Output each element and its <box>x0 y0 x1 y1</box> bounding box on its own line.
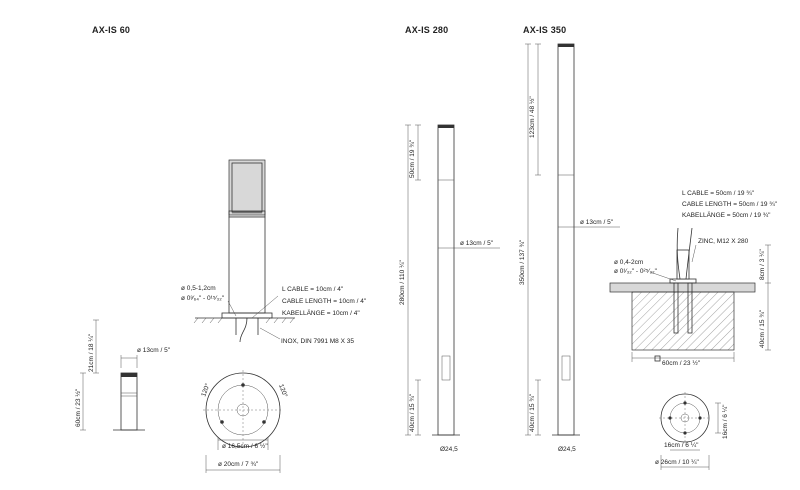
ax350-dim-350cm: 350cm / 137 ¾" <box>519 239 526 285</box>
title-ax-is-60: AX-IS 60 <box>92 25 130 35</box>
ax60-inox-screw: INOX, DIN 7991 M8 X 35 <box>281 338 354 345</box>
ax60-cable-length-2: CABLE LENGTH = 10cm / 4" <box>282 298 367 305</box>
foundation-hole-size: ø 0,4-2cm <box>614 259 643 266</box>
foundation-cable-length-2: CABLE LENGTH = 50cm / 19 ¾" <box>682 201 778 208</box>
foundation-dim-16-vertical: 16cm / 6 ¼" <box>722 404 729 439</box>
foundation-dim-diameter-26: ø 26cm / 10 ¼" <box>655 459 700 466</box>
ax60-dim-diameter-16: ø 16,5cm / 6 ½" <box>222 442 268 450</box>
foundation-section-view <box>609 227 771 362</box>
ax350-dim-123cm: 123cm / 48 ½" <box>528 96 536 138</box>
title-ax-is-280: AX-IS 280 <box>405 25 448 35</box>
ax60-elevation-view <box>80 319 145 431</box>
ax60-angle-left: 120° <box>199 382 211 398</box>
foundation-top-view <box>659 392 721 470</box>
ax60-dim-diameter-20: ø 20cm / 7 ¾" <box>218 461 259 468</box>
ax280-dim-50cm: 50cm / 19 ¾" <box>409 139 416 178</box>
ax60-hole-size: ø 0,5-1,2cm <box>181 285 216 292</box>
foundation-cable-length-1: L CABLE = 50cm / 19 ¾" <box>682 190 755 197</box>
ax60-installation-view <box>193 159 295 343</box>
ax60-base-plate <box>221 312 273 319</box>
ax60-dim-21cm: 21cm / 18 ¼" <box>88 333 95 372</box>
ax60-cable-length-3: KABELLÄNGE = 10cm / 4" <box>282 309 360 317</box>
foundation-cable-length-3: KABELLÄNGE = 50cm / 19 ¾" <box>682 211 771 219</box>
ax280-pole-drawing <box>405 124 500 436</box>
ax350-dim-diameter-13: ø 13cm / 5" <box>580 219 614 226</box>
foundation-dim-16-horizontal: 16cm / 6 ¼" <box>664 442 699 449</box>
ax280-base-diameter: Ø24,5 <box>440 446 458 453</box>
ax60-dim-60cm: 60cm / 23 ½" <box>74 388 82 427</box>
foundation-dim-8cm: 8cm / 3 ¼" <box>759 248 766 280</box>
ax60-dim-diameter-13: ø 13cm / 5" <box>137 347 171 354</box>
foundation-hole-size-imperial: ø 0¹⁄₃₂" - 0²⁵⁄₃₂" <box>614 268 658 275</box>
ax280-dim-280cm: 280cm / 110 ¼" <box>399 259 406 305</box>
ax280-dim-40cm: 40cm / 15 ¾" <box>409 393 416 432</box>
ax60-lamp-head <box>228 159 266 216</box>
foundation-zinc-bolt: ZINC, M12 X 280 <box>698 238 749 245</box>
ax60-hole-size-imperial: ø 0³⁄₆₄" - 0¹⁵⁄₃₂" <box>181 295 225 302</box>
ax60-cable-length-1: L CABLE = 10cm / 4" <box>282 286 344 293</box>
ax350-dim-40cm: 40cm / 15 ¾" <box>529 393 536 432</box>
ax60-top-view <box>203 370 283 473</box>
ax60-cable <box>239 317 248 343</box>
foundation-dim-square-60: 60cm / 23 ½" <box>662 359 701 367</box>
foundation-dim-40cm: 40cm / 15 ¾" <box>759 309 766 348</box>
ax350-pole-drawing <box>525 43 620 436</box>
title-ax-is-350: AX-IS 350 <box>523 25 566 35</box>
ax60-angle-right: 120° <box>277 383 289 399</box>
ax60-body <box>228 216 266 314</box>
ax280-dim-diameter-13: ø 13cm / 5" <box>460 240 494 247</box>
ax350-base-diameter: Ø24,5 <box>558 446 576 453</box>
